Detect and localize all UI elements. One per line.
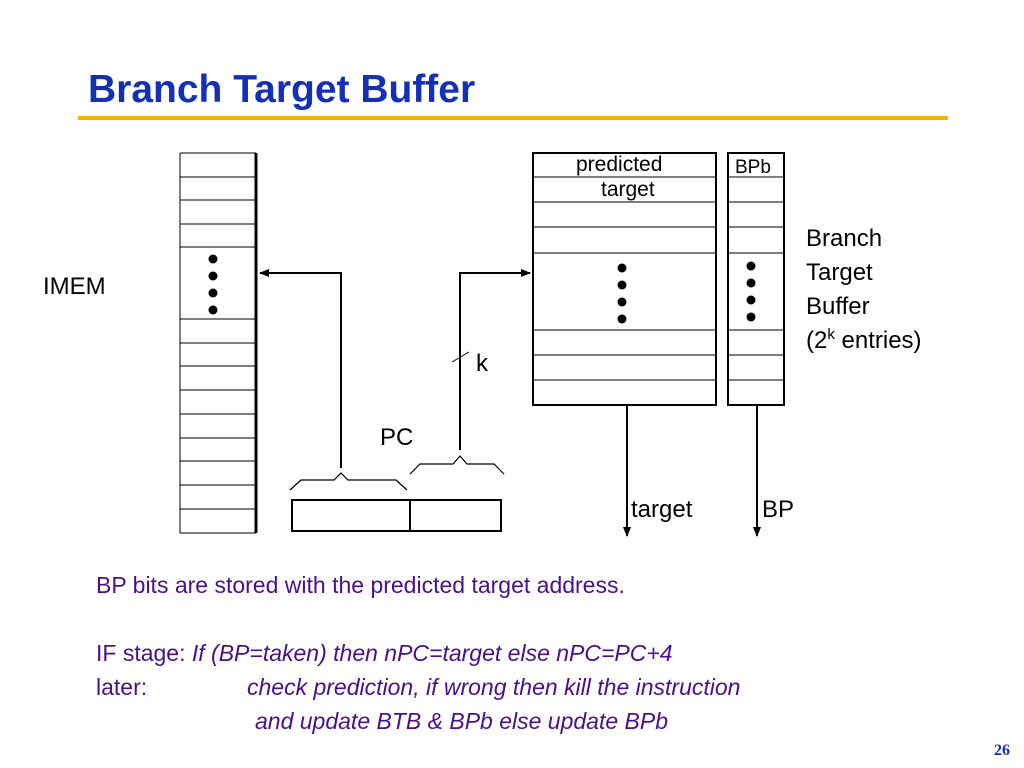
btb-name-line1: Branch [806,225,883,252]
k-bit-slash [451,351,470,363]
btb-name-line3: Buffer [806,293,870,320]
pc-register [289,455,505,532]
btb-bpb-table [727,152,785,406]
target-output-label: target [631,496,693,523]
notes-if-stage: IF stage: If (BP=taken) then nPC=target … [96,636,673,670]
bp-output-label: BP [762,496,795,523]
later-text-2: and update BTB & BPb else update BPb [255,708,669,734]
if-stage-label: IF stage: [96,640,192,666]
btb-target-ellipsis-dots [617,263,627,324]
later-text-1: check prediction, if wrong then kill the… [247,674,741,700]
btb-target-table [532,152,717,406]
pc-label: PC [380,424,414,451]
pc-high-brace [289,472,408,491]
bpb-column-header: BPb [735,157,771,178]
imem-label: IMEM [43,273,106,300]
predicted-column-header-line1: predicted [576,153,663,176]
btb-entries-label: (2k entries) [806,326,922,354]
notes-later-cont: and update BTB & BPb else update BPb [96,704,673,738]
page-number: 26 [994,742,1010,759]
imem-ellipsis-dots [208,254,218,315]
imem-block [179,152,258,534]
btb-name-label: Branch Target Buffer (2k entries) [806,222,922,358]
pc-to-imem-arrow [259,269,342,468]
notes-later: later: check prediction, if wrong then ki… [96,670,740,704]
notes-spacer [96,602,673,636]
k-label: k [476,350,488,377]
notes-block: BP bits are stored with the predicted ta… [96,568,740,738]
title-underline [78,116,948,120]
slide-title: Branch Target Buffer [88,68,476,111]
notes-line-1: BP bits are stored with the predicted ta… [96,572,625,598]
btb-name-line2: Target [806,259,873,286]
later-label: later: [96,674,148,700]
if-stage-text: If (BP=taken) then nPC=target else nPC=P… [191,640,673,666]
pc-index-brace [409,455,505,475]
pc-to-btb-arrow [459,269,531,450]
btb-bpb-ellipsis-dots [746,261,756,322]
predicted-column-header-line2: target [601,178,655,201]
